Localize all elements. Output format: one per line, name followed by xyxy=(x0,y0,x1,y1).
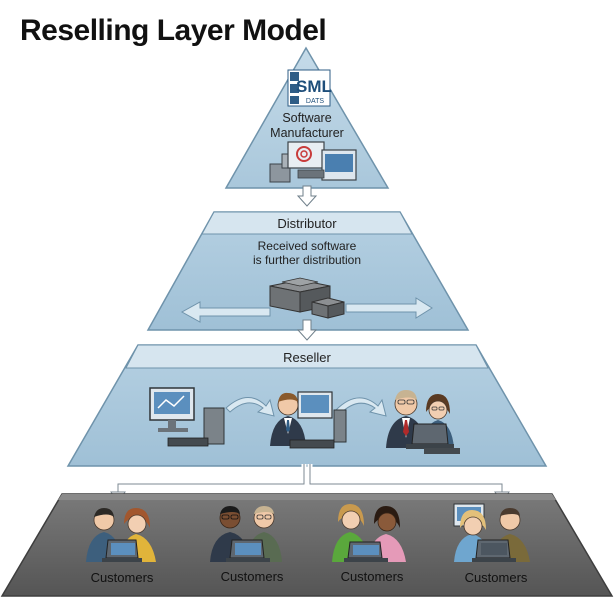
logo-icon: SML DATS xyxy=(287,69,332,107)
customers-label-1: Customers xyxy=(91,570,154,585)
people-with-laptop-icon xyxy=(386,390,460,454)
distributor-desc-line2: is further distribution xyxy=(253,253,361,267)
person-at-desk-icon xyxy=(270,391,347,449)
customers-layer: Customers Customers Customers Customers xyxy=(0,493,614,597)
customers-label-4: Customers xyxy=(465,570,528,585)
logo-text-top: SML xyxy=(296,77,332,96)
distribution-arrow-left xyxy=(180,301,271,323)
manufacturer-label-line2: Manufacturer xyxy=(270,126,344,140)
computer-desk-icon xyxy=(269,141,357,183)
reseller-layer: Reseller xyxy=(66,344,548,467)
customer-group-icon xyxy=(210,506,282,562)
customer-group-icon xyxy=(86,508,156,562)
page-title: Reselling Layer Model xyxy=(20,14,327,47)
customers-label-3: Customers xyxy=(341,569,404,584)
customer-group-icon xyxy=(332,504,406,562)
reseller-label: Reseller xyxy=(283,350,331,365)
distribution-arrow-right xyxy=(345,297,433,319)
reseller-arrow-1 xyxy=(225,397,275,417)
logo-text-bottom: DATS xyxy=(306,98,324,105)
server-boxes-icon xyxy=(269,277,345,319)
reseller-arrow-2 xyxy=(335,397,387,417)
customer-group-icon xyxy=(453,503,530,562)
distributor-layer: Distributor Received software is further… xyxy=(146,211,470,331)
distributor-desc-line1: Received software xyxy=(258,239,357,253)
flow-arrow-down-2 xyxy=(296,319,318,341)
distributor-label: Distributor xyxy=(277,216,337,231)
manufacturer-label-line1: Software xyxy=(282,111,331,125)
workstation-icon xyxy=(149,387,225,447)
customers-label-2: Customers xyxy=(221,569,284,584)
flow-arrow-down-1 xyxy=(296,185,318,207)
manufacturer-layer: SML DATS Software Manufacturer xyxy=(224,46,390,189)
